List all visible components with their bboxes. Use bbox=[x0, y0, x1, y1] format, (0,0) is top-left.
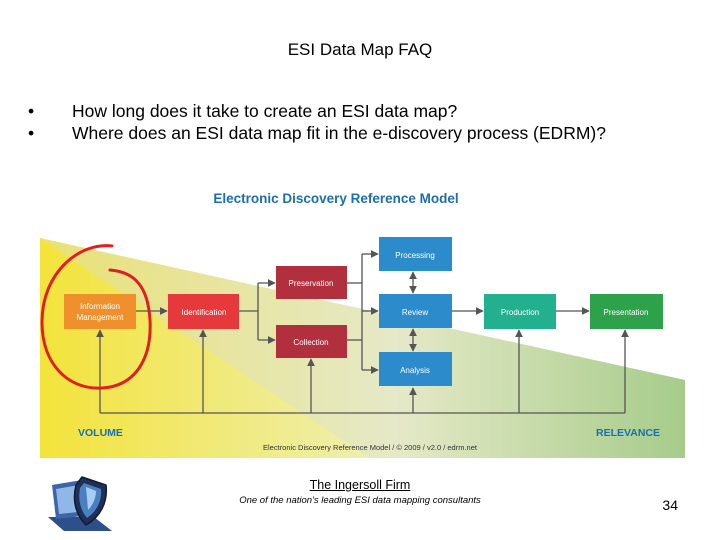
svg-text:Analysis: Analysis bbox=[400, 366, 430, 375]
slide-title: ESI Data Map FAQ bbox=[287, 40, 433, 59]
box-preservation: Preservation bbox=[276, 266, 347, 299]
bullet-text: Where does an ESI data map fit in the e-… bbox=[72, 123, 606, 143]
footer-firm-name: The Ingersoll Firm bbox=[309, 478, 411, 492]
firm-logo-shield-laptop-icon bbox=[48, 476, 112, 531]
volume-label: VOLUME bbox=[78, 427, 123, 439]
edrm-diagram: Electronic Discovery Reference Model Inf… bbox=[40, 180, 685, 458]
bullet-symbol: • bbox=[28, 101, 35, 121]
box-collection: Collection bbox=[276, 325, 347, 358]
box-production: Production bbox=[484, 294, 556, 329]
footer-tagline: One of the nation's leading ESI data map… bbox=[239, 495, 481, 506]
edrm-heading: Electronic Discovery Reference Model bbox=[213, 191, 458, 206]
edrm-credit: Electronic Discovery Reference Model / ©… bbox=[263, 443, 478, 452]
box-presentation: Presentation bbox=[590, 294, 663, 329]
box-identification: Identification bbox=[168, 294, 239, 329]
bullet-symbol: • bbox=[28, 123, 35, 143]
annotation-circle bbox=[40, 244, 152, 390]
svg-text:Management: Management bbox=[77, 313, 124, 322]
box-review: Review bbox=[379, 294, 452, 328]
svg-text:Processing: Processing bbox=[395, 251, 435, 260]
svg-text:Information: Information bbox=[80, 302, 120, 311]
svg-text:Review: Review bbox=[402, 308, 428, 317]
svg-text:Collection: Collection bbox=[293, 338, 328, 347]
relevance-label: RELEVANCE bbox=[596, 427, 660, 439]
box-information-management: Information Management bbox=[64, 294, 136, 329]
svg-text:Preservation: Preservation bbox=[289, 279, 334, 288]
bullet-item: • Where does an ESI data map fit in the … bbox=[28, 122, 668, 144]
bullet-list: • How long does it take to create an ESI… bbox=[28, 100, 668, 144]
svg-text:Presentation: Presentation bbox=[604, 308, 649, 317]
box-processing: Processing bbox=[379, 237, 452, 271]
bullet-text: How long does it take to create an ESI d… bbox=[72, 101, 458, 121]
page-number: 34 bbox=[662, 497, 678, 513]
bullet-item: • How long does it take to create an ESI… bbox=[28, 100, 668, 122]
box-analysis: Analysis bbox=[379, 352, 452, 386]
svg-text:Identification: Identification bbox=[182, 308, 227, 317]
svg-text:Production: Production bbox=[501, 308, 539, 317]
